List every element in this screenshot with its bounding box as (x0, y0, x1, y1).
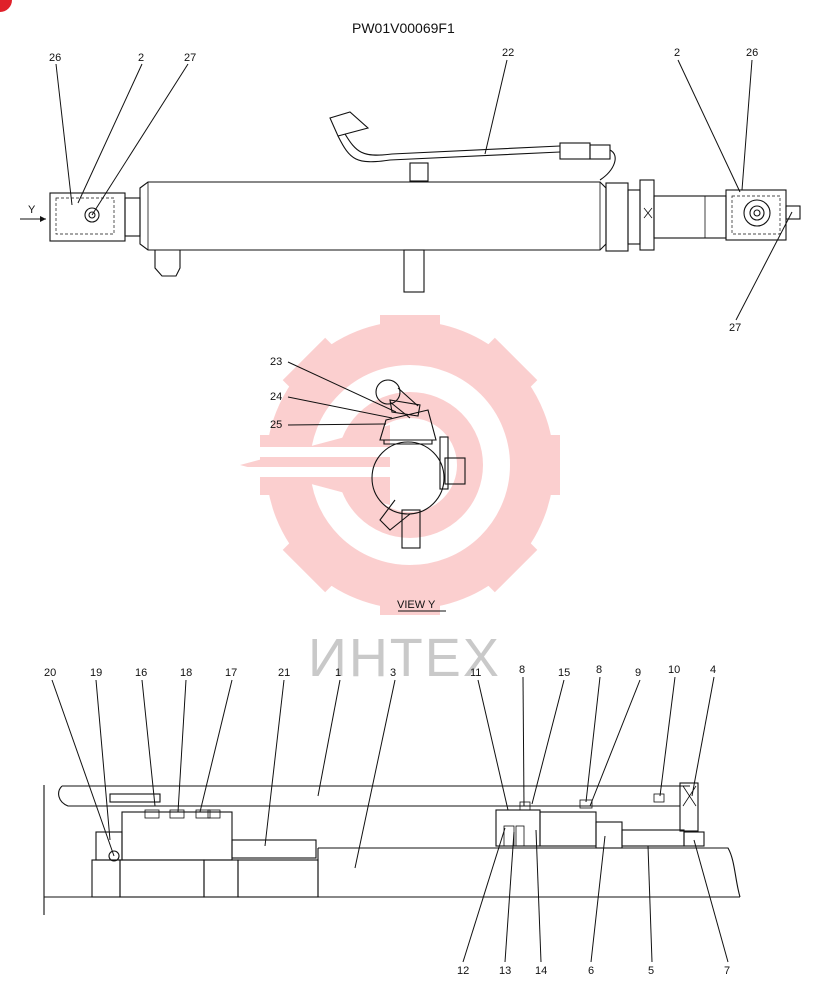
callout-label: 11 (470, 667, 481, 679)
callout-label: 23 (270, 356, 282, 368)
callout-label: 7 (724, 965, 730, 977)
callout-label: 12 (457, 965, 469, 977)
callout-label: 1 (335, 667, 341, 679)
corner-marker-icon (0, 0, 12, 12)
view-y-arrow: Y (20, 204, 46, 222)
watermark-gear-logo (240, 315, 560, 615)
callout-label: 13 (499, 965, 511, 977)
callout-label: 2 (674, 47, 680, 59)
callout-label: 18 (180, 667, 192, 679)
callout-label: 10 (668, 664, 680, 676)
section-callouts: 20 19 16 18 17 21 1 3 11 8 15 8 9 10 4 1… (44, 664, 730, 977)
callout-label: 3 (390, 667, 396, 679)
callout-label: 22 (502, 47, 514, 59)
callout-label: 5 (648, 965, 654, 977)
cylinder-side-view (49, 111, 801, 293)
callout-label: 25 (270, 419, 282, 431)
callout-label: 9 (635, 667, 641, 679)
callout-label: 24 (270, 391, 282, 403)
callout-label: 6 (588, 965, 594, 977)
view-y-detail: VIEW Y (371, 379, 466, 612)
callout-label: 15 (558, 667, 570, 679)
drawing-number: PW01V00069F1 (352, 20, 455, 36)
callout-label: 26 (746, 47, 758, 59)
cylinder-section-view (43, 782, 741, 915)
callout-label: 8 (596, 664, 602, 676)
callout-label: 2 (138, 52, 144, 64)
top-callouts: 26 2 27 22 2 26 27 (49, 47, 793, 334)
callout-label: 19 (90, 667, 102, 679)
callout-label: 27 (729, 322, 741, 334)
view-arrow-label: Y (28, 204, 36, 216)
callout-label: 21 (278, 667, 290, 679)
callout-label: 14 (535, 965, 547, 977)
view-y-label: VIEW Y (397, 599, 436, 611)
view-callouts: 23 24 25 (270, 356, 397, 431)
callout-label: 8 (519, 664, 525, 676)
callout-label: 4 (710, 664, 716, 676)
callout-label: 26 (49, 52, 61, 64)
callout-label: 17 (225, 667, 237, 679)
callout-label: 20 (44, 667, 56, 679)
watermark-text: ИНТЕХ (308, 628, 501, 688)
callout-label: 16 (135, 667, 147, 679)
callout-label: 27 (184, 52, 196, 64)
